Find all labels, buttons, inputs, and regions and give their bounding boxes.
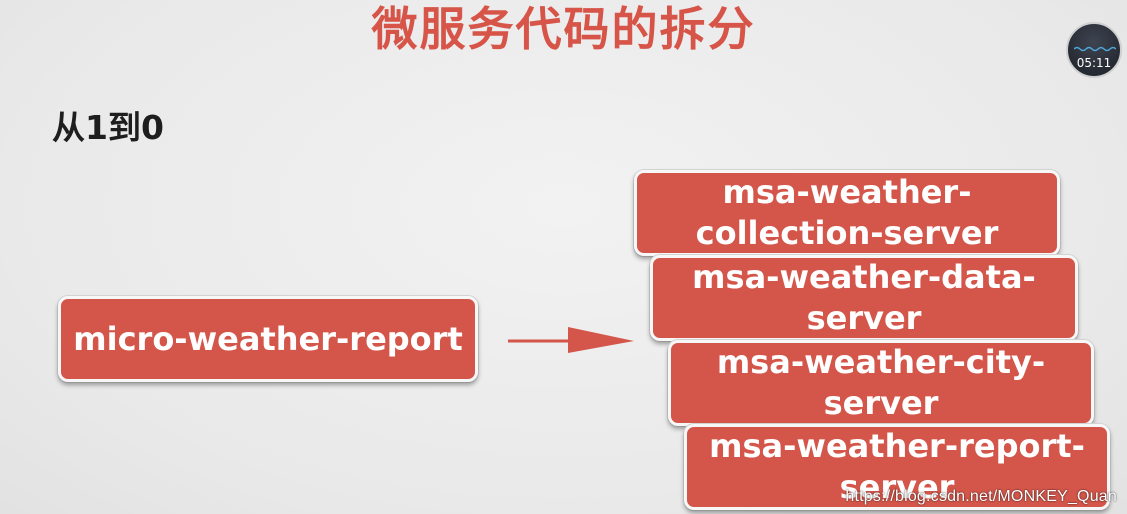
timer-text: 05:11 bbox=[1076, 56, 1112, 70]
target-service-label: msa-weather-report- server bbox=[709, 427, 1085, 506]
slide-title: 微服务代码的拆分 bbox=[371, 2, 756, 56]
split-arrow-icon bbox=[508, 327, 634, 353]
source-service-box: micro-weather-report bbox=[58, 296, 478, 382]
target-service-label: msa-weather-data- server bbox=[692, 258, 1036, 337]
target-service-box: msa-weather- collection-server bbox=[634, 170, 1060, 256]
target-service-label: msa-weather-city- server bbox=[716, 343, 1046, 422]
target-service-label: msa-weather- collection-server bbox=[695, 173, 999, 252]
watermark: https://blog.csdn.net/MONKEY_Quan bbox=[845, 488, 1117, 505]
target-service-box: msa-weather-city- server bbox=[668, 340, 1094, 426]
target-service-box: msa-weather-data- server bbox=[650, 255, 1078, 341]
target-service-box: msa-weather-report- server bbox=[684, 424, 1110, 510]
slide-subtitle: 从1到0 bbox=[52, 108, 164, 147]
video-timer-badge: 05:11 bbox=[1066, 22, 1122, 78]
source-service-label: micro-weather-report bbox=[73, 320, 463, 358]
audio-wave-icon bbox=[1074, 46, 1116, 52]
